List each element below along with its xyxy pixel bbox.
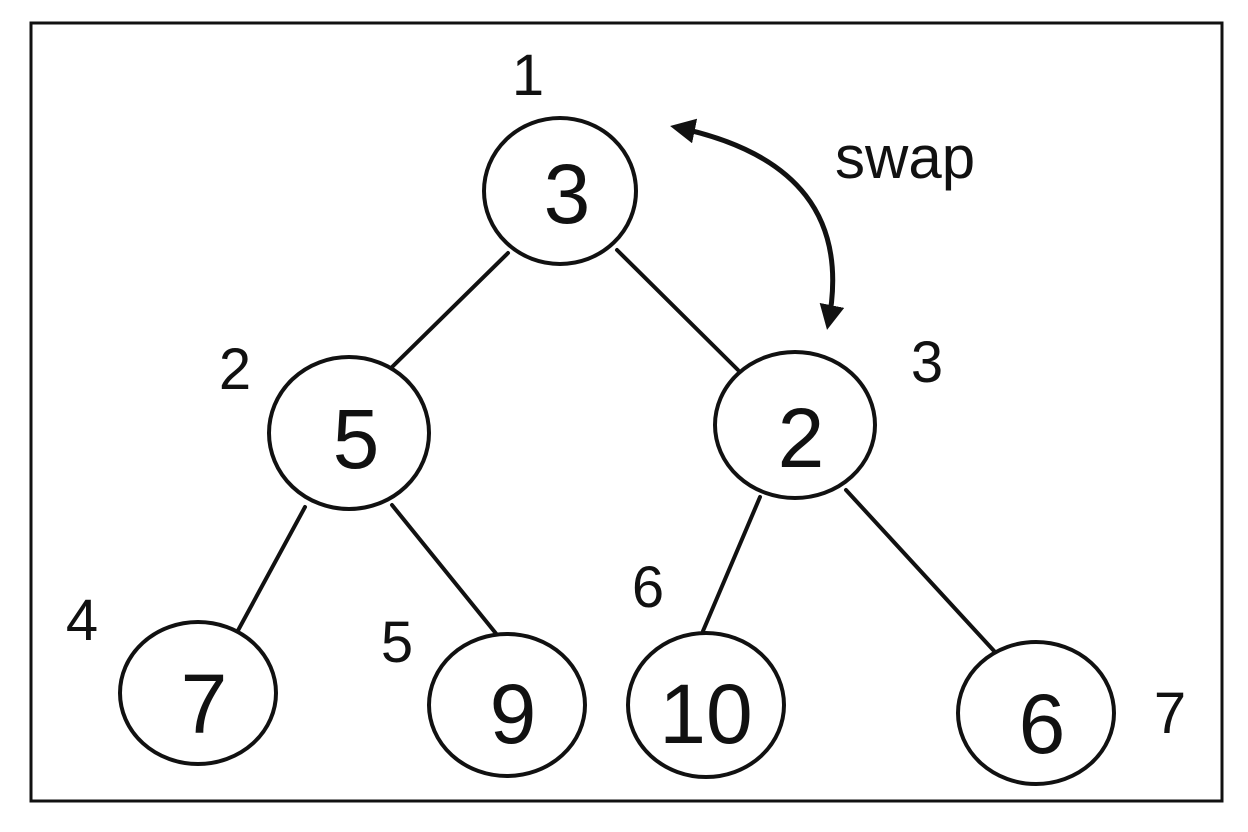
node-circle <box>482 116 638 266</box>
edges <box>233 248 997 654</box>
node-circle <box>956 640 1116 786</box>
edge-2-4 <box>233 505 307 638</box>
node-value: 7 <box>181 657 228 751</box>
heap-node-2: 5 2 <box>219 337 431 511</box>
node-value: 3 <box>544 147 591 241</box>
edge-2-5 <box>390 503 500 638</box>
node-index: 1 <box>512 43 544 108</box>
node-circle <box>118 620 278 766</box>
node-circle <box>427 632 587 778</box>
node-index: 7 <box>1154 681 1186 746</box>
node-index: 2 <box>219 337 251 402</box>
node-index: 6 <box>632 555 664 620</box>
heap-node-3: 2 3 <box>713 330 943 500</box>
node-value: 6 <box>1019 677 1066 771</box>
node-index: 3 <box>911 330 943 395</box>
heap-node-6: 10 6 <box>626 555 786 779</box>
node-index: 5 <box>381 610 413 675</box>
node-circle <box>626 631 786 779</box>
edge-1-2 <box>387 251 510 372</box>
node-circle <box>267 355 431 511</box>
edge-1-3 <box>615 248 740 372</box>
node-index: 4 <box>66 588 98 653</box>
node-value: 9 <box>490 667 537 761</box>
heap-node-1: 3 1 <box>482 43 638 266</box>
node-value: 2 <box>778 391 825 485</box>
node-circle <box>713 350 877 500</box>
heap-node-7: 6 7 <box>956 640 1186 786</box>
swap-arrow <box>670 118 845 330</box>
node-value: 10 <box>659 667 752 761</box>
swap-label: swap <box>835 124 975 191</box>
diagram-frame <box>29 21 1224 803</box>
edge-3-6 <box>701 495 762 633</box>
heap-node-5: 9 5 <box>381 610 587 778</box>
node-value: 5 <box>333 392 380 486</box>
heap-node-4: 7 4 <box>66 588 278 766</box>
edge-3-7 <box>844 488 997 654</box>
